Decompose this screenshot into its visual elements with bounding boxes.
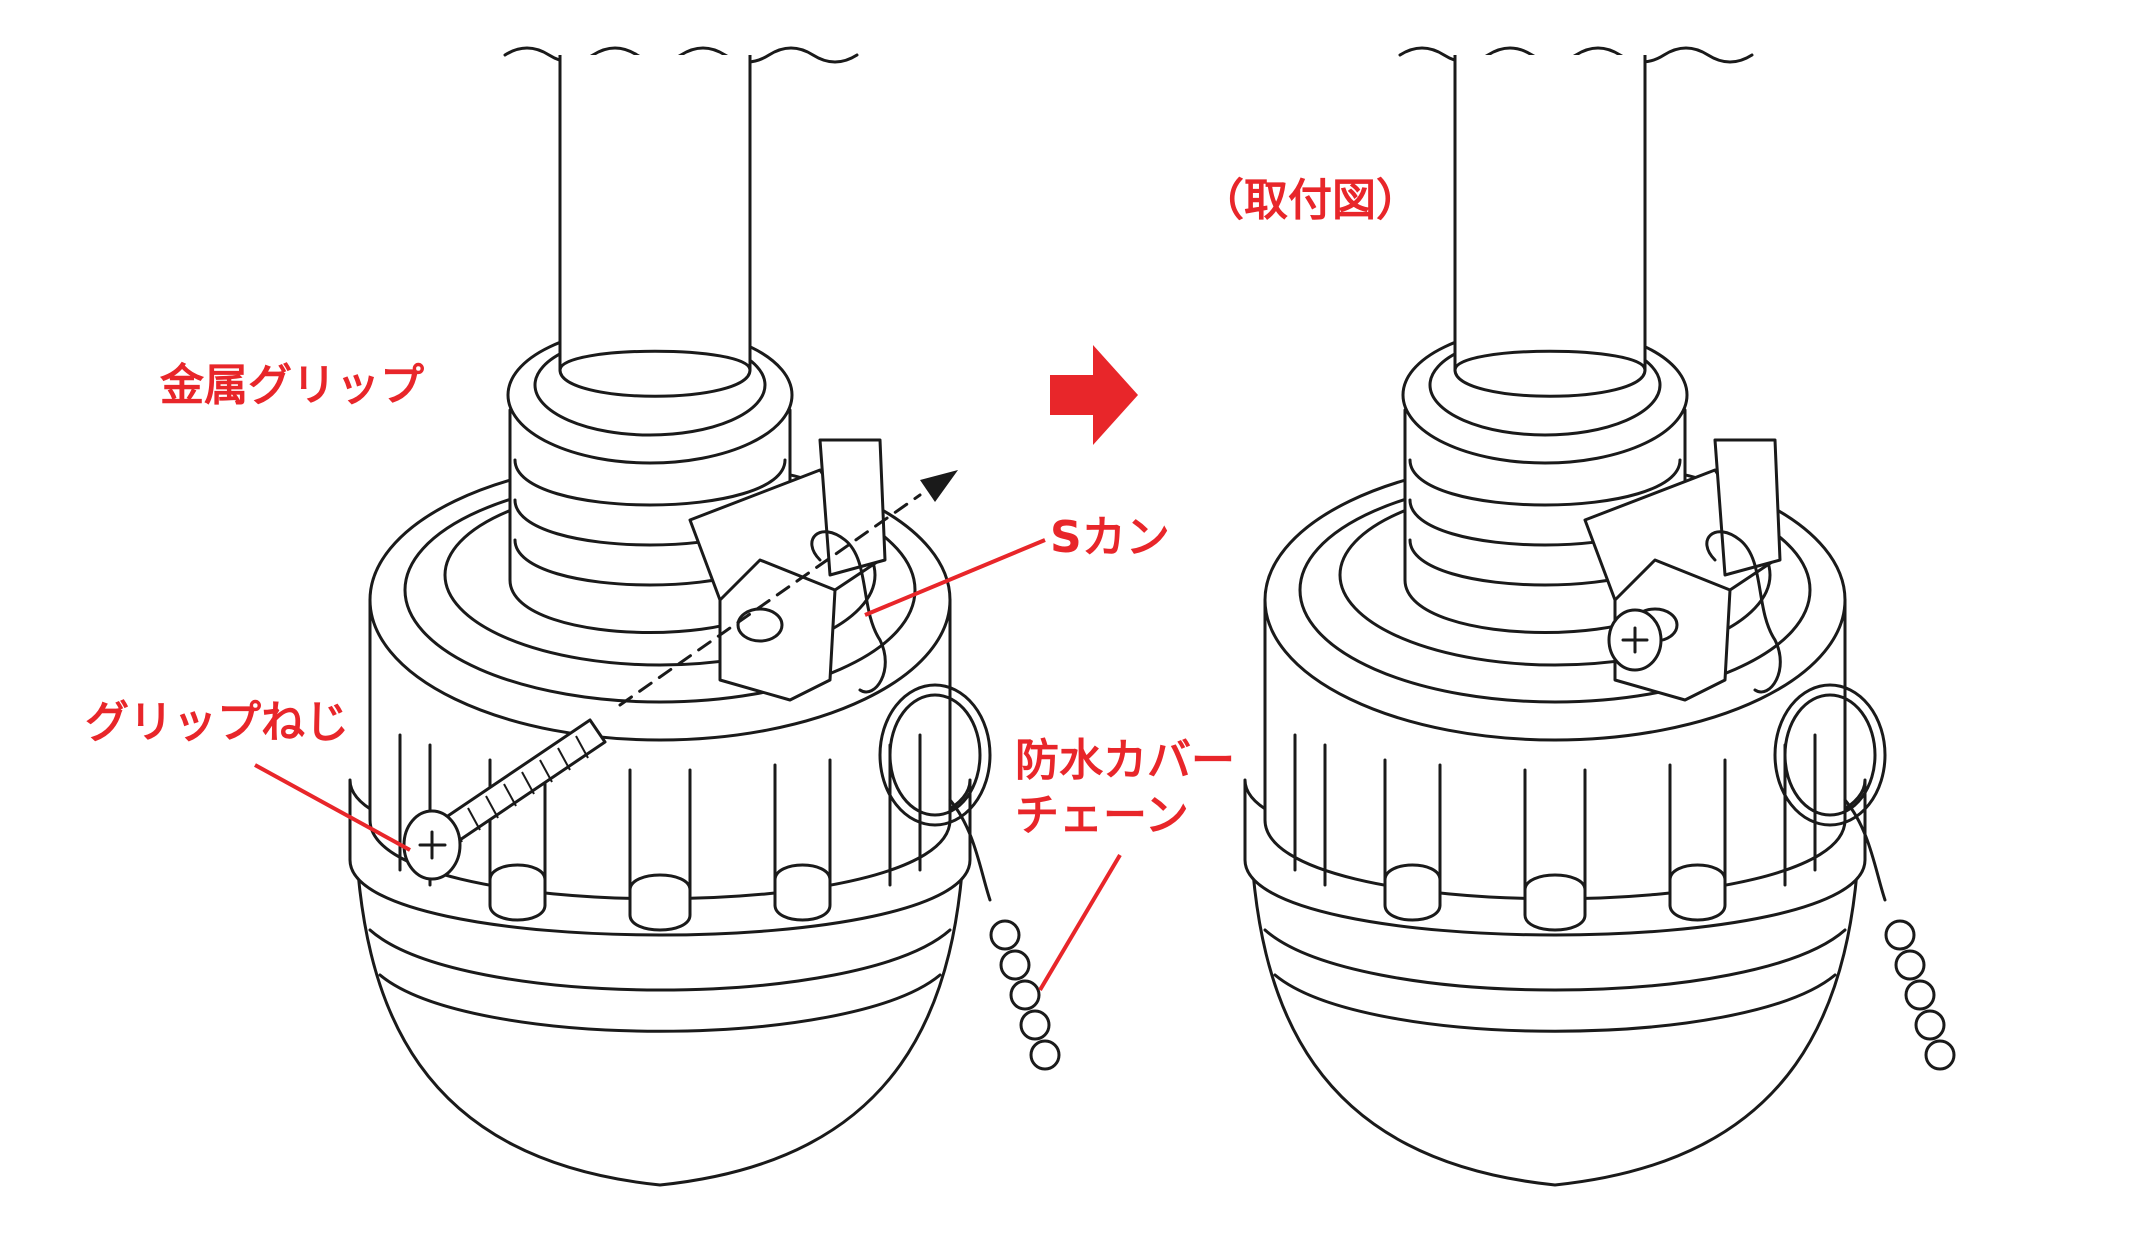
label-installed-view: （取付図） (1200, 175, 1420, 226)
arrow-right-icon (1050, 345, 1138, 445)
label-metal-grip: 金属グリップ (160, 360, 424, 411)
label-cover-chain-line2: チェーン (1015, 790, 1189, 841)
label-cover-chain-line1: 防水カバー (1015, 735, 1235, 786)
leader-cover-chain (1038, 853, 1122, 992)
leader-s-hook (864, 538, 1046, 617)
installed-screw-drawing (1607, 608, 1663, 672)
exploded-assembly (348, 46, 1061, 1187)
leader-grip-screw (254, 763, 411, 852)
insertion-arrow-icon (920, 470, 958, 502)
label-s-hook: Sカン (1050, 512, 1170, 563)
insertion-path-line (618, 493, 922, 707)
label-grip-screw: グリップねじ (85, 697, 349, 748)
grip-screw-drawing (402, 718, 607, 881)
